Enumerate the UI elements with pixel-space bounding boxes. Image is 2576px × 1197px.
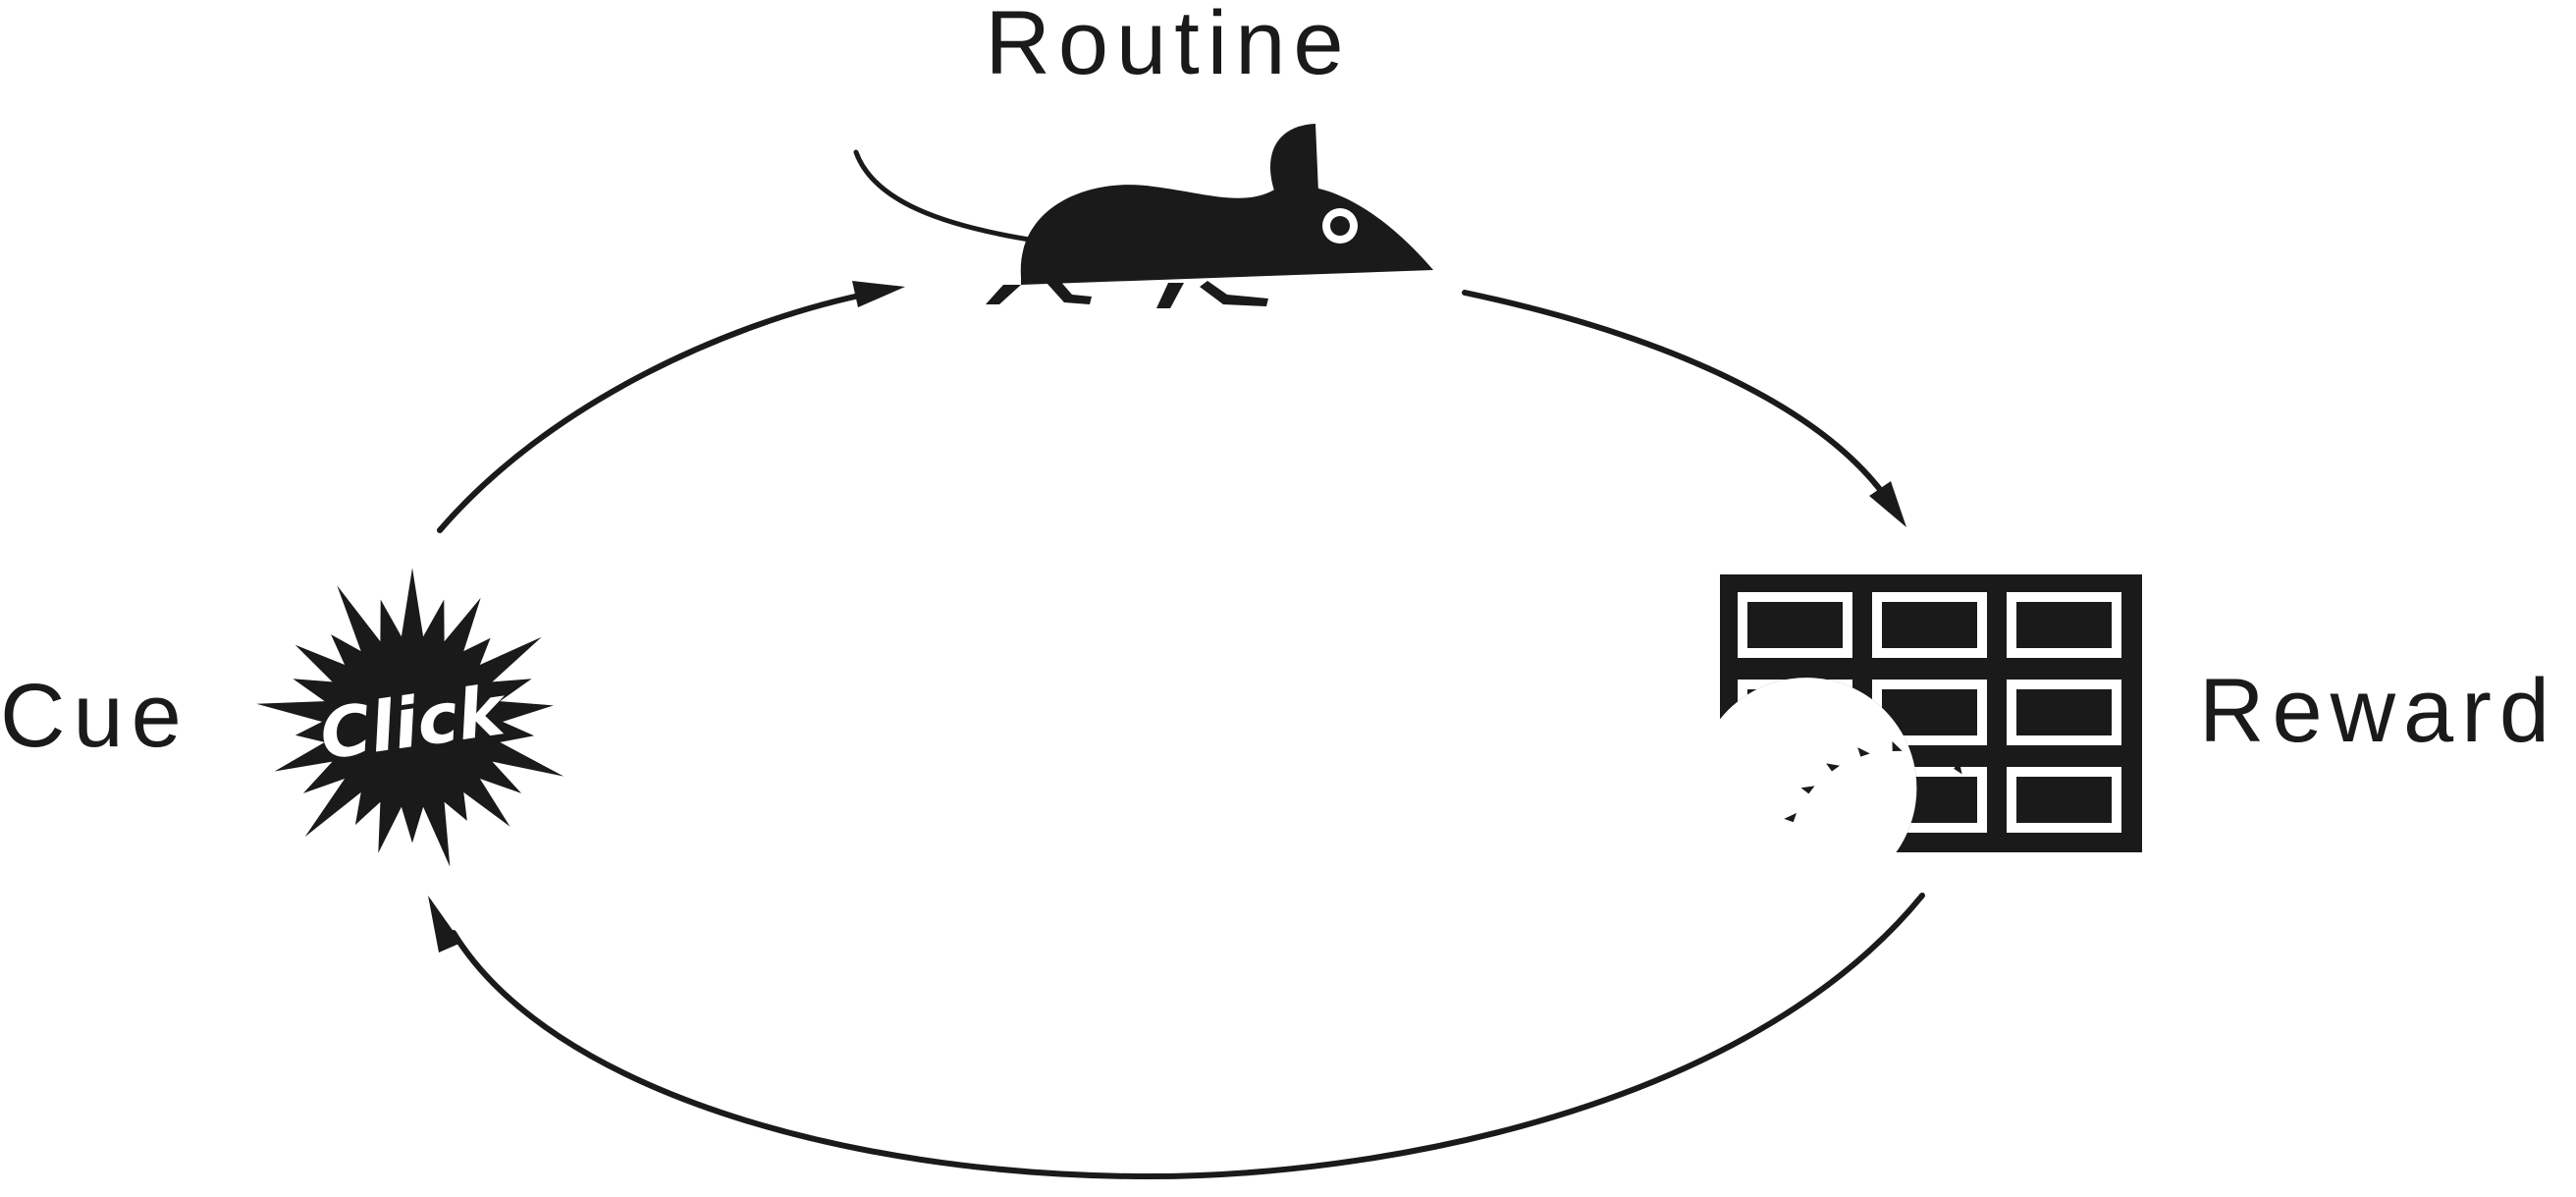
bite-mark [1954, 760, 1962, 775]
reward-label: Reward [2199, 661, 2557, 761]
bite-mark [1784, 812, 1798, 823]
chocolate-piece-inner [1747, 689, 1843, 735]
routine-label: Routine [985, 0, 1351, 93]
chocolate-piece-inner [2016, 777, 2112, 823]
bite-mark [1826, 763, 1841, 772]
edge-routine-to-reward [1462, 290, 1906, 527]
edge-cue-to-routine [437, 281, 905, 533]
chocolate-piece-inner [1882, 777, 1977, 823]
chocolate-piece-inner [2016, 689, 2112, 735]
chocolate-piece-inner [1882, 689, 1977, 735]
chocolate-piece-inner [1747, 602, 1843, 648]
bite-mark [1924, 745, 1934, 759]
bite-mark [1892, 741, 1903, 751]
chocolate-piece-inner [1882, 602, 1977, 648]
bite-mark [1800, 786, 1815, 794]
edge-reward-to-cue [428, 893, 1925, 1180]
starburst-icon: Click [256, 568, 564, 867]
chocolate-piece-inner [2016, 602, 2112, 648]
mouse-icon [853, 124, 1433, 308]
bite-mark [1857, 747, 1870, 757]
cue-label: Cue [0, 666, 189, 766]
chocolate-piece [1738, 767, 1852, 833]
chocolate-bar-icon [1720, 574, 2142, 852]
